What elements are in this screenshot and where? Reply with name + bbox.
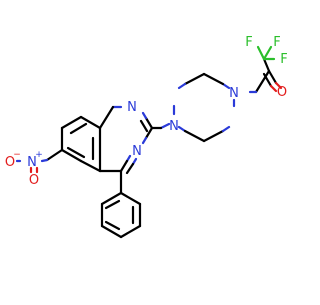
bond-pip-4a [177, 125, 187, 133]
bond-n3-c4-dbl [125, 162, 135, 175]
bond-cf3-carbonyl [262, 57, 271, 73]
bond-pip-1b [202, 72, 225, 86]
nitro-group [15, 148, 64, 174]
bond-pip-4b [183, 129, 206, 143]
bond-carbonyl-o-a [267, 69, 278, 85]
benzo-ring [60, 115, 102, 173]
bond-c5-c4a [79, 159, 102, 173]
bond-c2-n1 [144, 116, 154, 130]
bond-pyr-a [159, 122, 171, 130]
bond-pip-1a [221, 82, 231, 90]
atom-f3: F [280, 52, 287, 67]
bond-pip-2b [177, 82, 187, 90]
atom-n-quinazoline-1: N [127, 100, 137, 115]
bond-c6-nnitro [45, 148, 64, 162]
charge-minus: − [13, 150, 21, 160]
bond-pip-5b [221, 125, 231, 133]
bond-carbonyl-o-tip-b [269, 84, 278, 93]
atom-n-nitro: N [27, 155, 37, 170]
charge-plus: + [35, 150, 43, 160]
atom-n-piperazine-bottom: N [169, 119, 179, 134]
atom-o-carbonyl: O [277, 85, 287, 100]
structure-svg: F F F O N N N N N + O − O [5, 35, 288, 239]
bond-pip-5a [202, 129, 225, 143]
piperazine-ring [172, 72, 236, 143]
atom-n-quinazoline-3: N [132, 144, 142, 159]
atom-o-nitro-1: O [5, 155, 15, 170]
pyrimidine-ring [98, 105, 171, 175]
bond-c2-n3 [144, 126, 154, 140]
bond-c8a-c8 [79, 115, 102, 130]
bond-c2-n1-tip [141, 111, 148, 120]
bond-c8-c7-dbl [69, 122, 88, 135]
trifluoroacetyl-group [248, 45, 283, 94]
atom-f2: F [273, 35, 280, 50]
bond-n3-c4 [119, 159, 129, 173]
bond-c-f2 [262, 45, 273, 61]
bond-ph-6 [100, 191, 123, 206]
bond-c-f1 [256, 45, 266, 61]
bond-c6-c5-dbl [66, 146, 86, 159]
molecule-diagram: F F F O N N N N N + O − O [5, 35, 288, 239]
bond-ph-4 [100, 224, 123, 239]
bond-ph-3 [119, 224, 142, 239]
atom-labels: F F F O N N N N N + O − O [5, 35, 288, 188]
bond-c8-c7 [60, 115, 83, 130]
bond-c2-n1-dbl [139, 119, 149, 133]
bond-ph-4-dbl [104, 220, 121, 231]
atom-o-nitro-2: O [29, 173, 39, 188]
bond-ph-1 [119, 191, 142, 206]
bond-carbonyl-o-tip-a [274, 81, 283, 90]
bond-pip-2a [183, 72, 206, 86]
bond-carbonyl-n [254, 69, 271, 94]
bond-n1-c8a [98, 105, 115, 130]
atom-n-piperazine-top: N [229, 86, 239, 101]
bond-c6-nnitro-tip [40, 158, 49, 163]
bond-c2-n3-tip [141, 136, 148, 145]
atom-f1: F [245, 35, 252, 50]
bond-ph-6-dbl [104, 199, 121, 210]
bond-c6-c5 [60, 148, 83, 163]
phenyl-ring [100, 169, 142, 239]
